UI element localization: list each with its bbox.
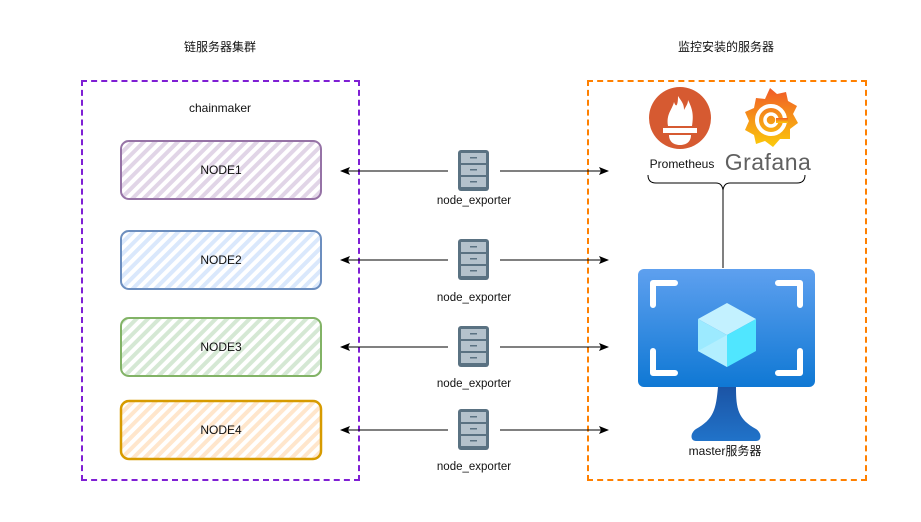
node-box-1 bbox=[120, 140, 322, 200]
file-cabinet-icon bbox=[458, 150, 489, 191]
node-box-4 bbox=[119, 399, 323, 461]
monitor-server-group bbox=[587, 80, 867, 481]
node-2: NODE2 bbox=[121, 231, 321, 289]
brace-connector bbox=[647, 174, 806, 268]
node-1-label: NODE1 bbox=[200, 163, 242, 177]
node-4-label: NODE4 bbox=[200, 423, 242, 437]
exporter-label-4: node_exporter bbox=[436, 461, 512, 473]
chainmaker-label: chainmaker bbox=[188, 101, 252, 115]
virtual-machine-monitor-icon bbox=[638, 269, 815, 441]
exporter-label-3: node_exporter bbox=[436, 378, 512, 390]
node-1: NODE1 bbox=[121, 141, 321, 199]
node-2-label: NODE2 bbox=[200, 253, 242, 267]
node-3: NODE3 bbox=[121, 318, 321, 376]
grafana-label: Grafana bbox=[724, 149, 812, 175]
exporter-label-2: node_exporter bbox=[436, 292, 512, 304]
prometheus-logo-icon bbox=[649, 87, 711, 149]
file-cabinet-icon bbox=[458, 409, 489, 450]
node-4: NODE4 bbox=[121, 401, 321, 459]
node-box-3 bbox=[120, 317, 322, 377]
exporter-label-1: node_exporter bbox=[436, 195, 512, 207]
prometheus-label: Prometheus bbox=[649, 157, 715, 171]
node-box-2 bbox=[120, 230, 322, 290]
left-cluster-title: 链服务器集群 bbox=[183, 40, 256, 54]
chain-cluster-group bbox=[81, 80, 360, 481]
node-3-label: NODE3 bbox=[200, 340, 242, 354]
grafana-logo-icon bbox=[745, 88, 798, 147]
right-server-title: 监控安装的服务器 bbox=[677, 40, 774, 54]
master-server-label: master服务器 bbox=[688, 444, 762, 458]
file-cabinet-icon bbox=[458, 326, 489, 367]
file-cabinet-icon bbox=[458, 239, 489, 280]
